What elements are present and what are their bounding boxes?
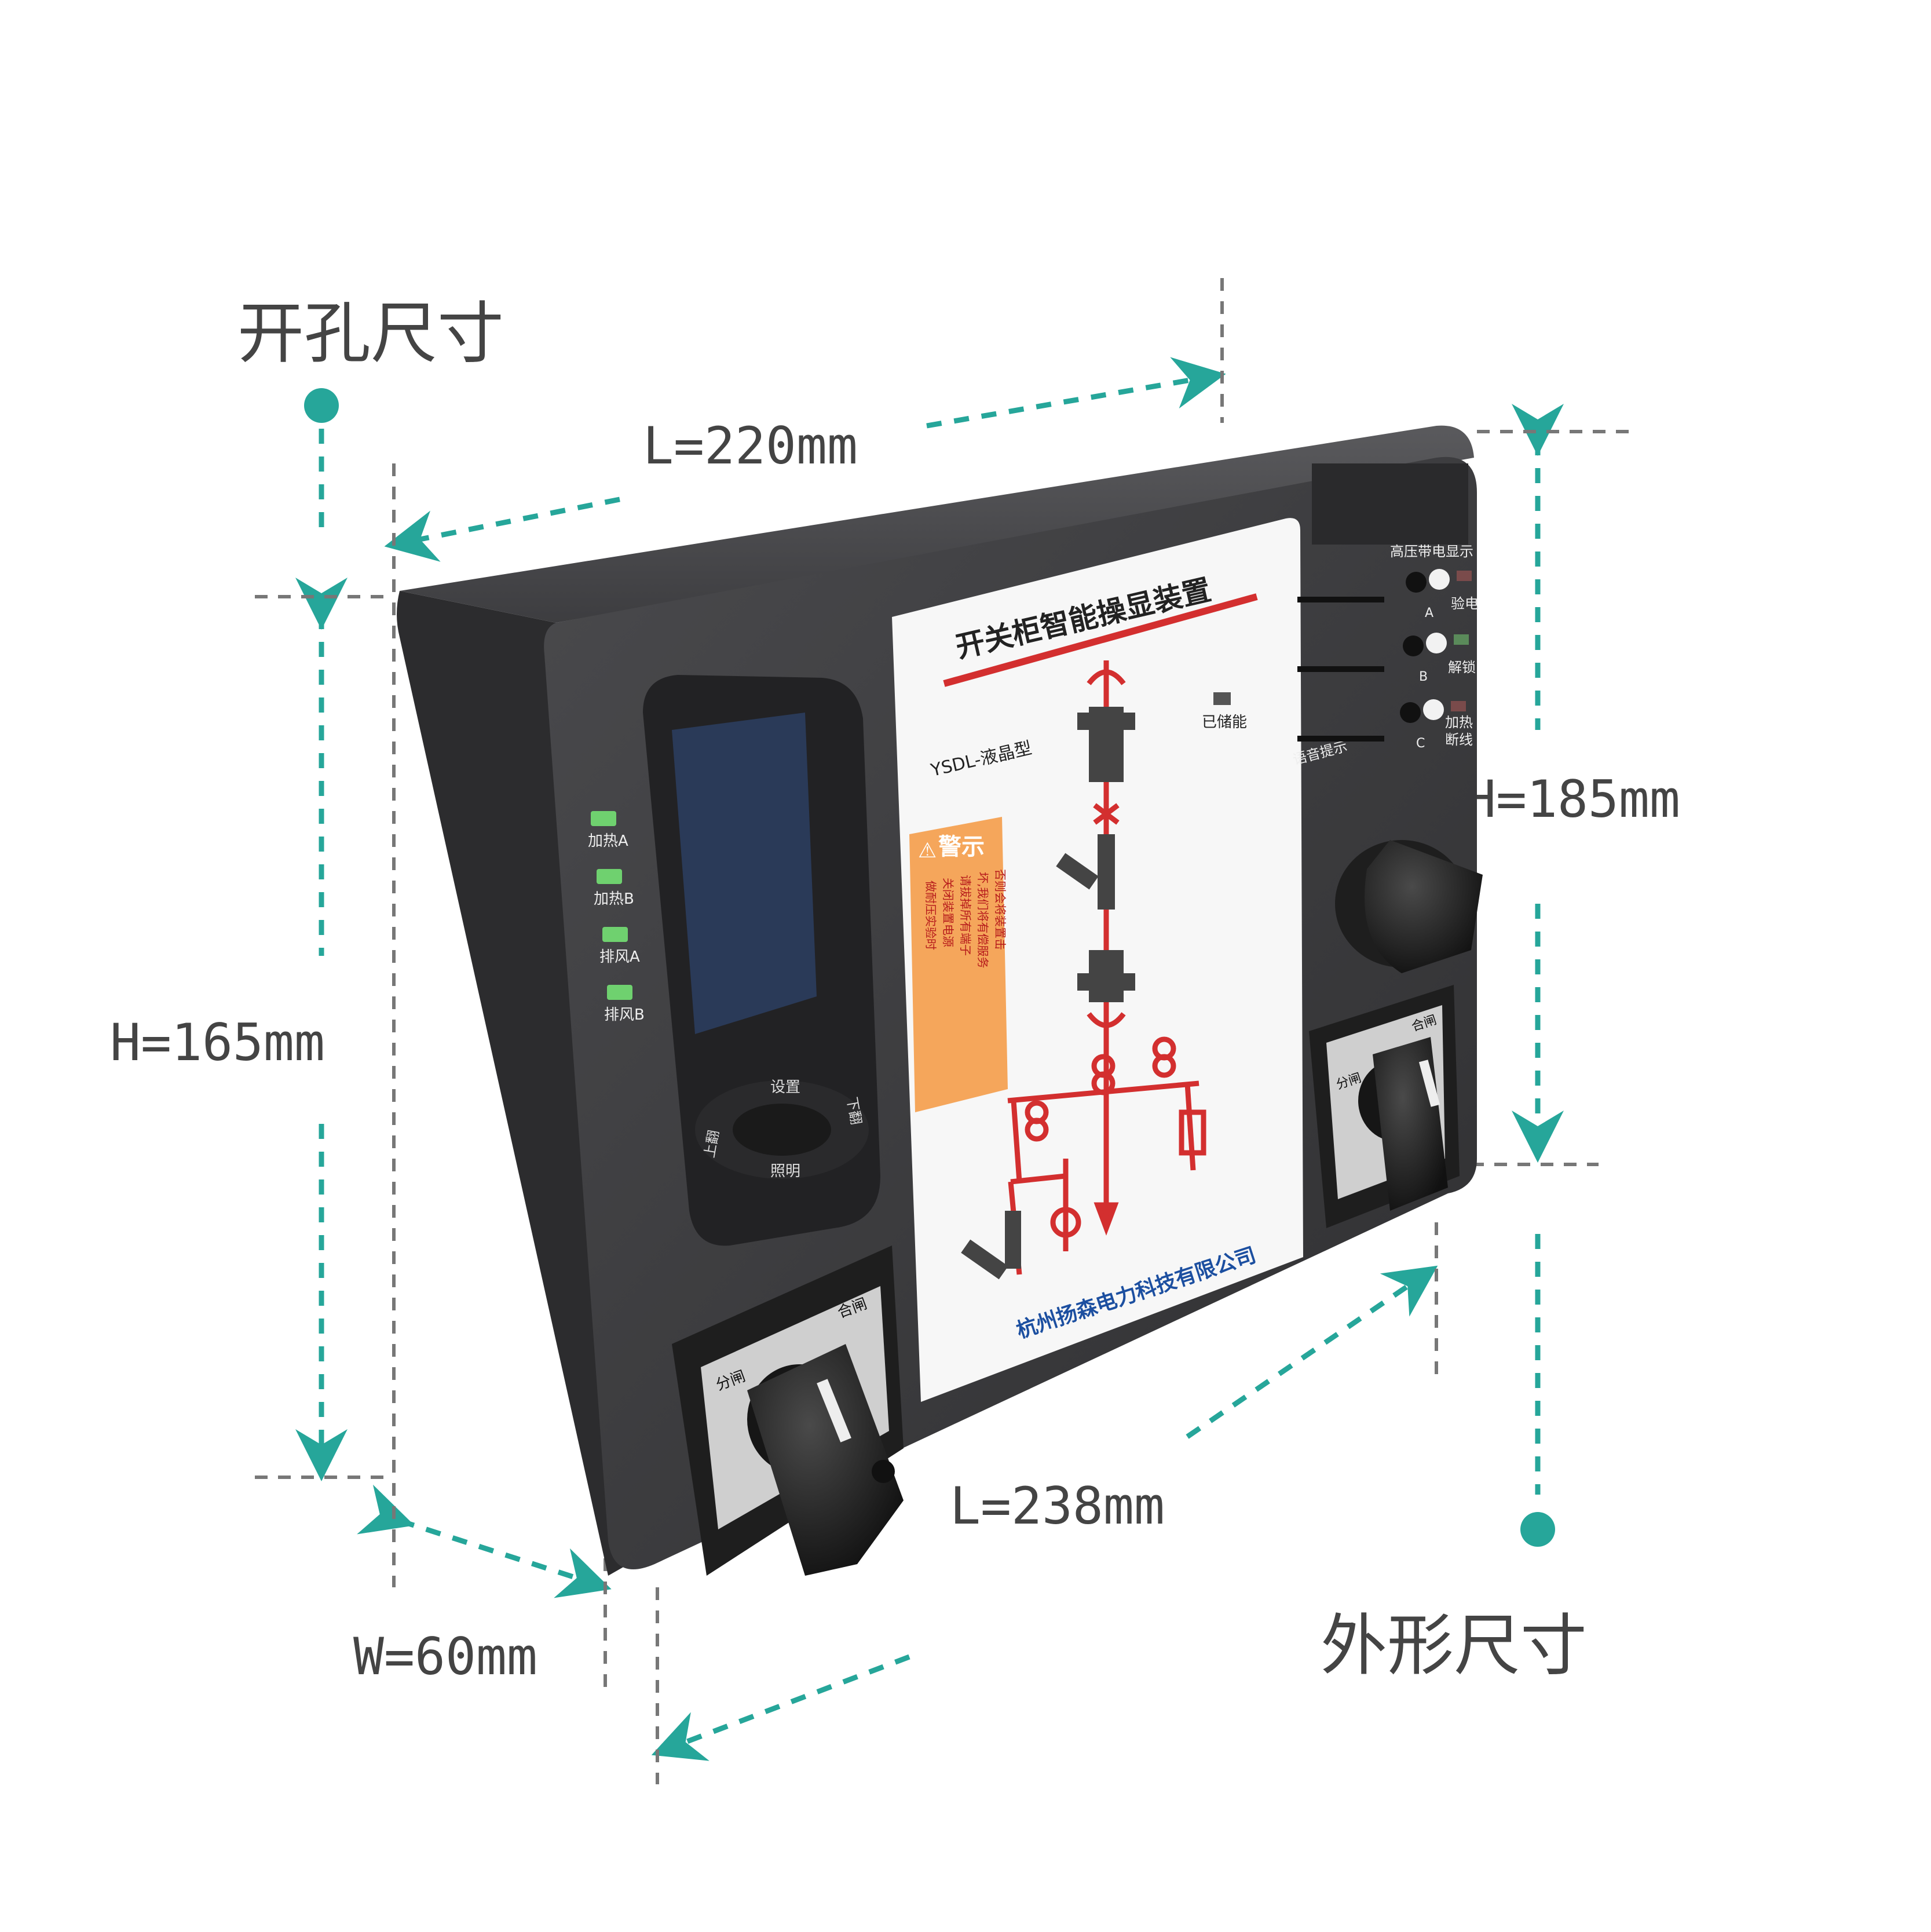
phase-a-led — [1457, 571, 1472, 581]
phase-a-slot — [1297, 597, 1384, 602]
heater-label: 加热 — [1445, 714, 1473, 731]
phase-b-led — [1454, 634, 1469, 645]
branch-ct-left — [1011, 1100, 1022, 1182]
stored-energy-led — [1213, 692, 1231, 705]
phase-c-led — [1451, 701, 1466, 711]
left-switch-handle[interactable] — [747, 1344, 904, 1576]
outline-title: 外形尺寸 — [1321, 1607, 1587, 1685]
warning-line-2: 关闭装置电源 — [941, 878, 955, 947]
right-indicator-panel: 高压带电显示 语音提示 A 验电 B 解锁 — [1291, 463, 1479, 768]
device: 设置 下翻 上翻 照明 加热A 加热B 排风A 排风B 开关柜智能操显装置 YS… — [397, 425, 1483, 1576]
phase-c-button[interactable] — [1423, 699, 1444, 720]
outline-length-label: L=238mm — [950, 1476, 1165, 1536]
hv-display-label: 高压带电显示 — [1390, 543, 1473, 560]
led-label-heat-a: 加热A — [588, 832, 628, 850]
lower-isolator-bar — [1077, 973, 1135, 991]
phase-a-label: A — [1425, 606, 1433, 620]
left-switch-pointer — [817, 1379, 851, 1442]
cutout-title: 开孔尺寸 — [237, 295, 504, 372]
warning-line-4: 坏,我们将有偿服务 — [976, 872, 990, 968]
right-rotary-knob[interactable] — [1335, 840, 1483, 973]
lcd-screen — [672, 713, 817, 1034]
led-label-heat-b: 加热B — [594, 890, 634, 908]
phase-a-jack[interactable] — [1406, 572, 1427, 593]
outline-height-label: H=185mm — [1465, 769, 1680, 829]
led-label-fan-b: 排风B — [604, 1006, 645, 1024]
warning-line-1: 做耐压实验时 — [924, 881, 938, 950]
breaker-handle — [1056, 853, 1099, 890]
feeder-arrow — [1093, 1202, 1119, 1236]
phase-row-b: B 解锁 — [1297, 633, 1476, 684]
busbar-line — [943, 593, 1258, 687]
phase-b-jack[interactable] — [1403, 636, 1424, 656]
led-heat-b — [597, 869, 622, 884]
phase-b-button[interactable] — [1426, 633, 1447, 653]
branch-arrester — [1184, 1083, 1196, 1171]
cutout-marker-dot — [304, 388, 339, 423]
broken-wire-label: 断线 — [1445, 732, 1473, 748]
phase-c-jack[interactable] — [1400, 702, 1421, 723]
stored-energy-label: 已储能 — [1202, 714, 1247, 731]
left-selector-switch[interactable]: 分闸 合闸 — [672, 1246, 904, 1576]
key-down-label[interactable]: 照明 — [770, 1163, 800, 1180]
keypad: 设置 下翻 上翻 照明 — [695, 1079, 869, 1180]
phase-b-label: B — [1419, 670, 1428, 684]
ct-3-ring-b — [1152, 1054, 1176, 1078]
warning-title: 警示 — [938, 834, 985, 860]
breaker-blade — [1098, 834, 1115, 910]
warning-line-3: 请拔掉所有端子 — [959, 875, 972, 956]
upper-isolator-bar — [1077, 713, 1135, 730]
outline-marker-dot — [1520, 1512, 1555, 1547]
warning-line-5: 否则会将装置击 — [993, 869, 1007, 950]
warning-box — [909, 817, 1008, 1112]
earth-switch-blade — [1005, 1211, 1021, 1269]
lower-contact-arc — [1087, 1012, 1126, 1028]
led-fan-b — [607, 985, 632, 1000]
left-switch-lock-hole — [872, 1460, 895, 1483]
phase-row-c: C 加热 断线 — [1297, 699, 1473, 751]
display-window — [1312, 463, 1468, 545]
phase-a-button[interactable] — [1429, 569, 1450, 590]
surge-arrester-box — [1179, 1109, 1206, 1156]
cutout-height-label: H=165mm — [110, 1013, 325, 1072]
right-switch-pointer — [1418, 1060, 1440, 1107]
led-label-fan-a: 排风A — [599, 948, 640, 966]
warning-label: 警示 ⚠ 做耐压实验时 关闭装置电源 请拔掉所有端子 坏,我们将有偿服务 否则会… — [909, 817, 1008, 1112]
earth-bus — [1010, 1173, 1066, 1185]
led-heat-a — [591, 811, 616, 826]
upper-contact-arc — [1087, 669, 1126, 685]
device-side — [397, 591, 649, 1576]
warning-icon: ⚠ — [918, 839, 937, 863]
led-fan-a — [602, 927, 628, 942]
knob-handle[interactable] — [1365, 840, 1483, 973]
phase-b-slot — [1297, 666, 1384, 672]
unlock-label: 解锁 — [1448, 659, 1476, 675]
device-top — [400, 425, 1474, 623]
phase-c-label: C — [1416, 736, 1425, 751]
earth-switch-handle — [961, 1239, 1008, 1280]
phase-row-a: A 验电 — [1297, 569, 1479, 620]
right-selector-switch[interactable]: 分闸 合闸 — [1309, 985, 1460, 1228]
left-led-group: 加热A 加热B 排风A 排风B — [588, 811, 645, 1024]
dimension-lines — [295, 357, 1564, 1761]
outline-width-label: W=60mm — [353, 1627, 537, 1686]
ct-2-ring-b — [1091, 1071, 1116, 1095]
key-up-label[interactable]: 设置 — [770, 1079, 800, 1096]
cutout-length-label: L=220mm — [643, 416, 858, 476]
extension-lines — [255, 278, 1639, 1784]
phase-c-slot — [1297, 736, 1384, 742]
breaker-x-2 — [1093, 803, 1120, 825]
ct-1-ring-b — [1025, 1117, 1049, 1142]
keypad-center-button[interactable] — [733, 1104, 831, 1156]
switch-blades — [961, 707, 1135, 1280]
voltage-indicator-lamp — [1050, 1207, 1081, 1238]
test-voltage-label: 验电 — [1451, 596, 1479, 612]
